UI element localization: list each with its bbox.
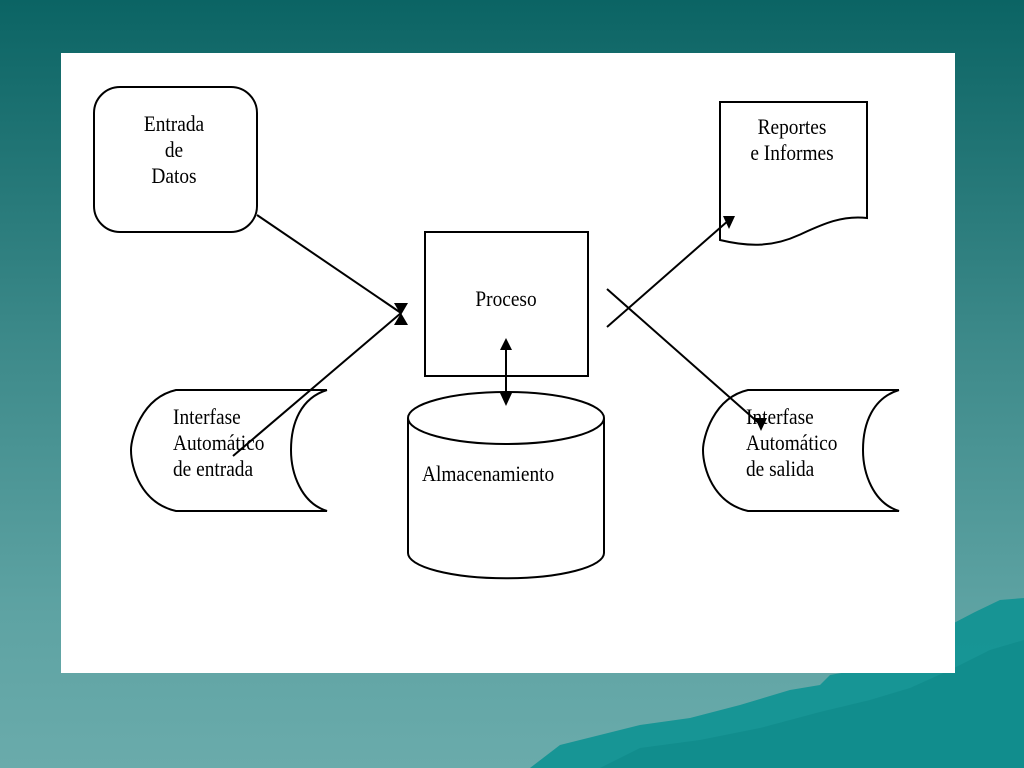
connector-proceso-interfase-salida <box>606 288 762 426</box>
reportes-line-2: e Informes <box>750 140 834 165</box>
interfase-entrada-line-3: de entrada <box>173 456 254 481</box>
interfase-entrada-label: Interfase Automático de entrada <box>173 404 264 482</box>
entrada-datos-box <box>93 86 258 233</box>
arrowhead-interfase-into-proceso <box>394 313 408 325</box>
interfase-salida-line-2: Automático <box>746 430 838 455</box>
interfase-entrada-line-2: Automático <box>173 430 265 455</box>
entrada-datos-line-3: Datos <box>151 163 197 188</box>
connector-entrada-proceso <box>256 214 402 314</box>
interfase-entrada-line-1: Interfase <box>173 404 241 429</box>
reportes-line-1: Reportes <box>757 114 827 139</box>
arrowhead-into-interfase-salida <box>755 418 767 431</box>
connector-proceso-reportes <box>606 219 730 328</box>
flow-diagram <box>93 86 900 580</box>
diagram-panel: Entrada de Datos Reportes e Informes Pro… <box>61 53 955 673</box>
arrowhead-down-to-almacenamiento <box>500 393 512 406</box>
interfase-salida-line-1: Interfase <box>746 404 814 429</box>
interfase-salida-line-3: de salida <box>746 456 815 481</box>
entrada-datos-line-1: Entrada <box>143 111 205 136</box>
arrowhead-into-reportes <box>723 216 735 229</box>
reportes-label: Reportes e Informes <box>736 114 849 166</box>
almacenamiento-cylinder <box>407 418 605 580</box>
arrowhead-up-to-proceso <box>500 338 512 350</box>
decorative-wave-highlight <box>600 640 1024 768</box>
entrada-datos-line-2: de <box>164 137 184 162</box>
reportes-document-shape <box>719 101 868 246</box>
proceso-label: Proceso <box>475 286 537 311</box>
arrowhead-entrada-into-proceso <box>394 303 408 315</box>
interfase-salida-label: Interfase Automático de salida <box>746 404 837 482</box>
almacenamiento-label: Almacenamiento <box>422 461 555 486</box>
connector-interfase-entrada-proceso <box>232 312 402 457</box>
interfase-entrada-shape <box>129 389 328 512</box>
interfase-salida-shape <box>701 389 900 512</box>
entrada-datos-label: Entrada de Datos <box>130 111 218 189</box>
